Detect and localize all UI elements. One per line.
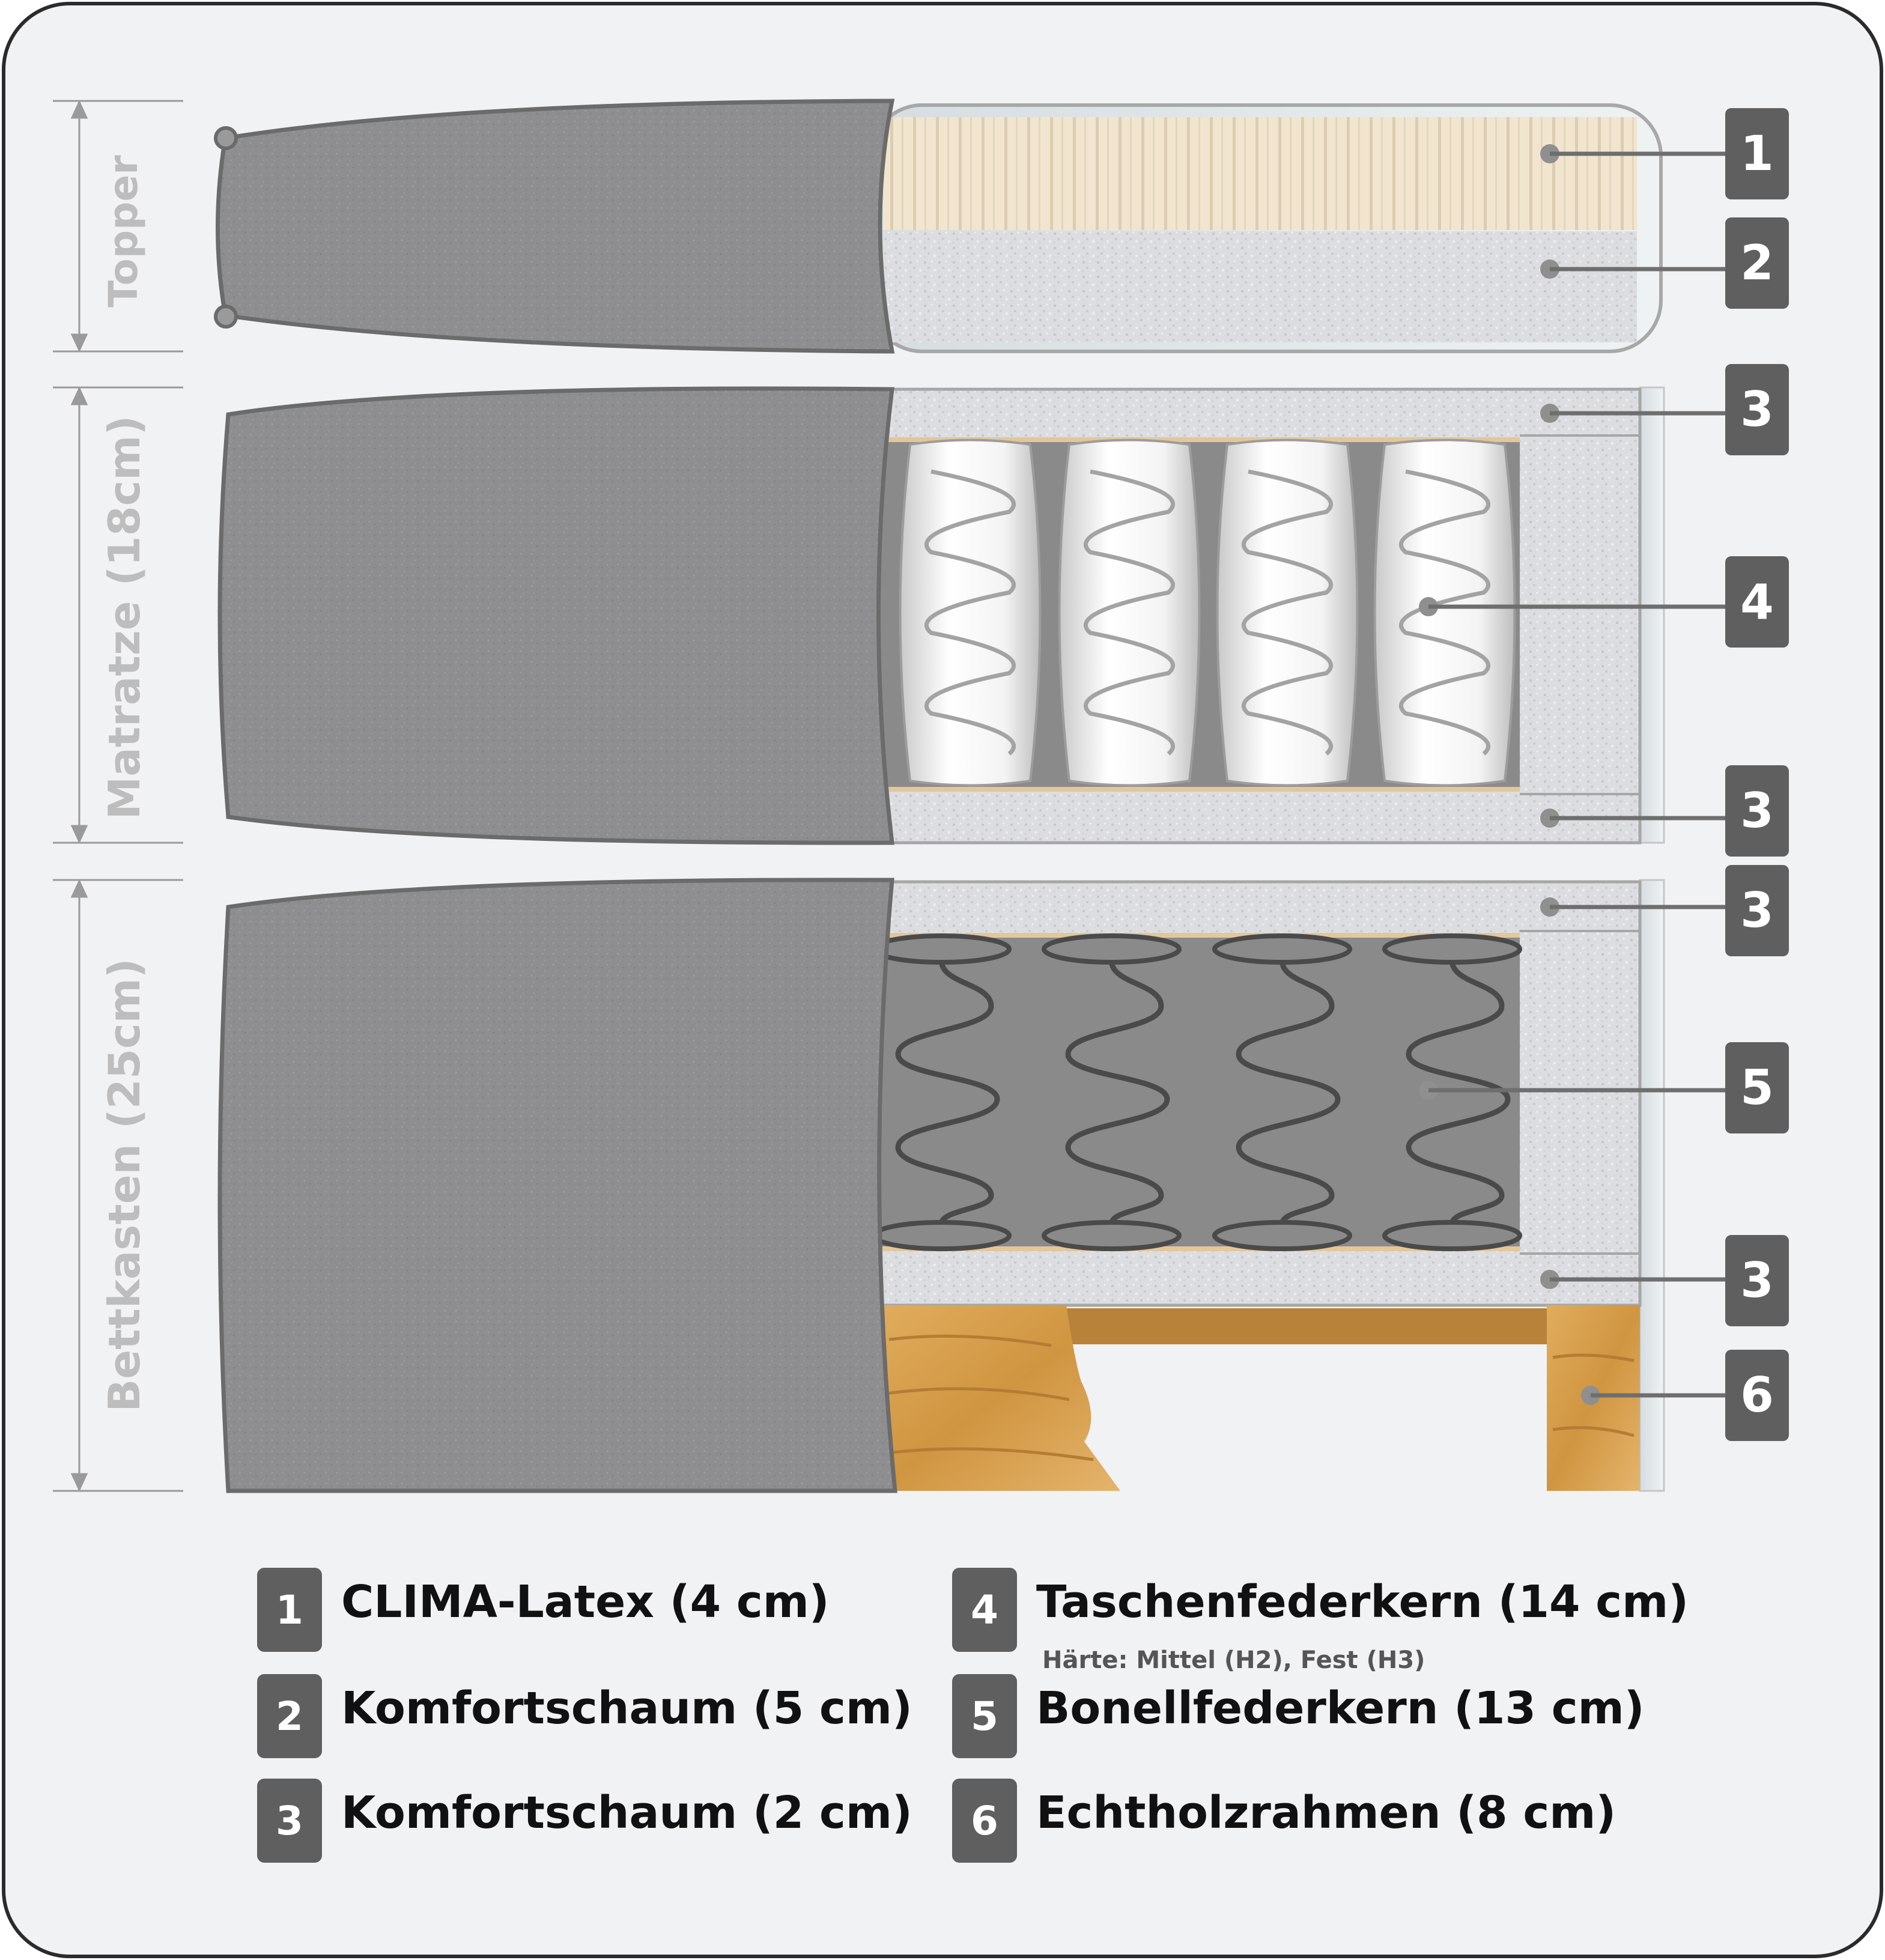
marker-3-mattress-top: 3 <box>1540 364 1789 455</box>
pocket-spring-icon <box>1058 438 1201 787</box>
marker-5: 5 <box>1419 1042 1789 1133</box>
bonnell-springs <box>872 933 1522 1251</box>
marker-2: 2 <box>1540 217 1789 309</box>
svg-text:5: 5 <box>1740 1060 1774 1115</box>
marker-1: 1 <box>1540 108 1789 199</box>
marker-3-boxspring-bottom: 3 <box>1540 1235 1789 1326</box>
bonnell-spring-icon <box>1042 933 1182 1251</box>
bonnell-spring-icon <box>1212 933 1352 1251</box>
cover-rivet-icon <box>214 126 238 150</box>
dimension-guides <box>53 100 183 1492</box>
bonnell-spring-icon <box>1382 933 1522 1251</box>
marker-3-mattress-bottom: 3 <box>1540 765 1789 857</box>
pocket-spring-icon <box>1373 438 1516 787</box>
svg-text:3: 3 <box>1740 882 1774 938</box>
label-matratze: Matratze (18cm) <box>99 416 150 820</box>
mattress-layer <box>217 386 1665 845</box>
boxspring-edge <box>1639 879 1665 1492</box>
label-topper: Topper <box>100 155 147 308</box>
wood-front-plank <box>874 1305 1120 1491</box>
svg-text:3: 3 <box>1740 381 1774 437</box>
marker-4: 4 <box>1419 556 1789 648</box>
svg-text:6: 6 <box>1740 1367 1774 1423</box>
marker-3-boxspring-top: 3 <box>1540 865 1789 956</box>
latex-layer <box>883 117 1637 230</box>
topper-foam-layer <box>883 231 1637 342</box>
topper-cover <box>216 99 895 354</box>
pocket-springs <box>899 438 1516 787</box>
svg-text:4: 4 <box>1740 574 1774 630</box>
callouts: 1 2 3 4 3 3 <box>1419 108 1789 1441</box>
svg-text:2: 2 <box>1740 235 1774 291</box>
mattress-edge <box>1639 386 1665 844</box>
pocket-spring-icon <box>899 438 1042 787</box>
boxspring-cover <box>217 878 897 1493</box>
cover-rivet-icon <box>214 305 238 329</box>
svg-text:3: 3 <box>1740 1252 1774 1308</box>
boxspring-layer <box>217 878 1665 1493</box>
marker-6: 6 <box>1581 1350 1789 1441</box>
label-bettkasten: Bettkasten (25cm) <box>99 958 150 1412</box>
mattress-cover <box>217 386 894 845</box>
svg-text:1: 1 <box>1740 126 1774 181</box>
topper-layer <box>214 99 1663 354</box>
svg-text:3: 3 <box>1740 783 1774 839</box>
pocket-spring-icon <box>1216 438 1359 787</box>
wood-frame <box>874 1305 1640 1491</box>
